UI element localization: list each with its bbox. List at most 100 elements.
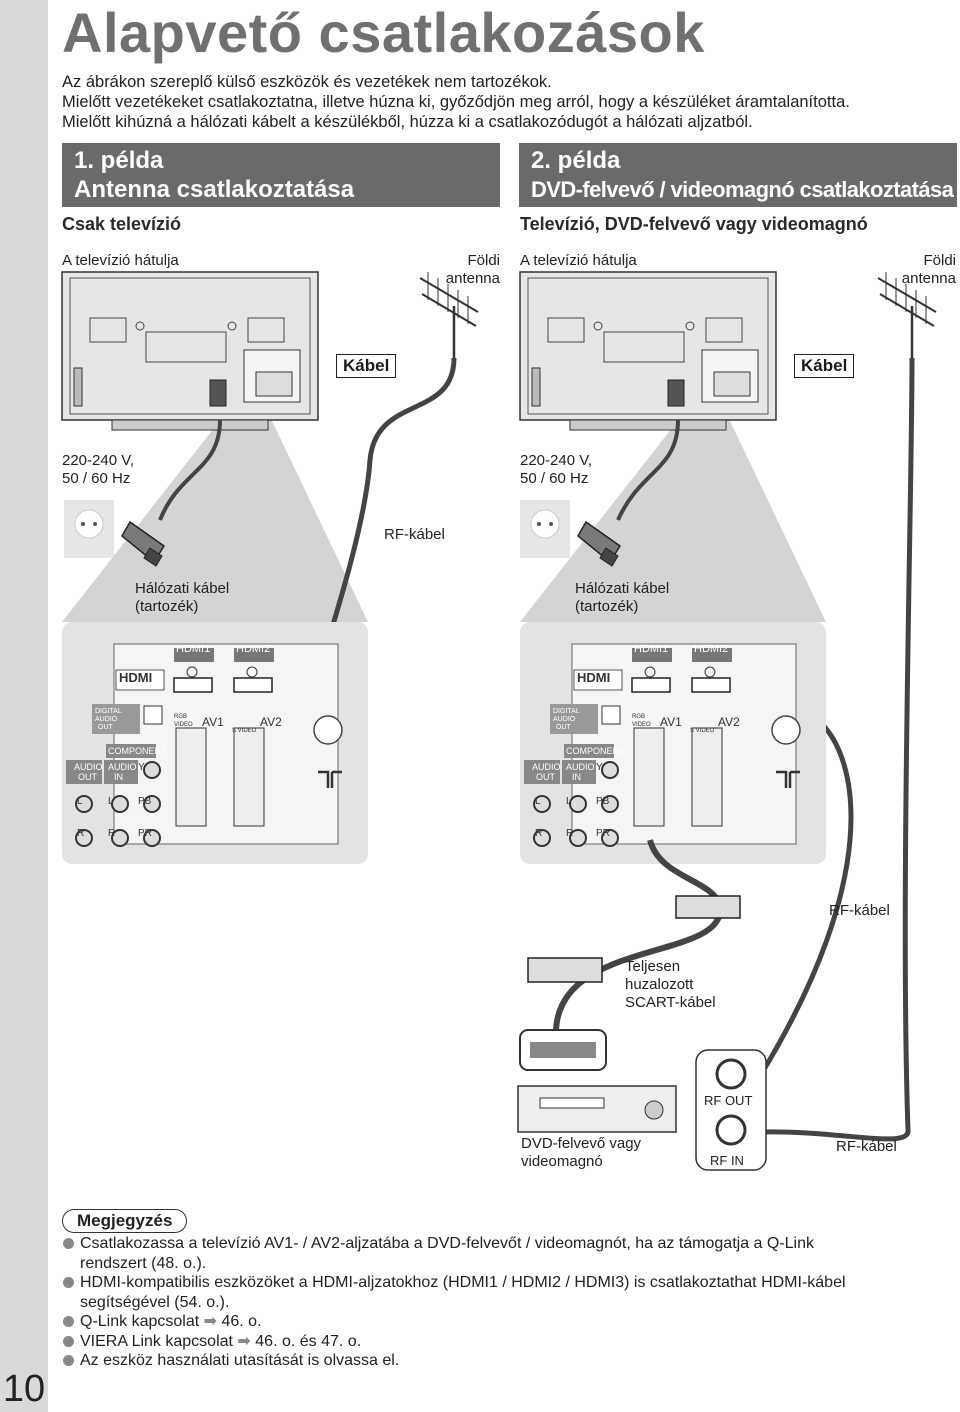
note-1-line-1: Csatlakozassa a televízió AV1- / AV2-alj… [80, 1235, 815, 1252]
note-3-text: Q-Link kapcsolat [80, 1313, 200, 1330]
panel2-pr: PR [596, 828, 610, 839]
wall-outlet [63, 499, 115, 559]
ex1-antenna-label-2: antenna [445, 270, 500, 287]
example-1-title: Antenna csatlakoztatása [74, 176, 355, 203]
note-5-text: Az eszköz használati utasítását is olvas… [80, 1352, 400, 1369]
zoom-cone [62, 400, 368, 622]
bullet-icon [63, 1316, 74, 1327]
ex2-antenna-label-2: antenna [901, 270, 956, 287]
intro-line-2: Mielőtt vezetékeket csatlakoztatna, ille… [62, 93, 850, 111]
ex2-rf-in-label: RF IN [710, 1153, 744, 1168]
panel2-av2: AV2 [718, 715, 740, 729]
ex2-rf-cable-top: RF-kábel [829, 902, 890, 919]
panel1-r-2: R [108, 828, 115, 839]
panel2-l-1: L [535, 796, 541, 807]
recorder-tray [539, 1097, 605, 1109]
recorder-knob [644, 1100, 664, 1120]
example-2-heading: 2. példa DVD-felvevő / videomagnó csatla… [519, 143, 957, 207]
ex1-tv-back-label: A televízió hátulja [62, 252, 179, 269]
ex1-voltage-2: 50 / 60 Hz [62, 470, 131, 487]
panel2-r-1: R [535, 828, 542, 839]
page-number: 10 [2, 1368, 46, 1410]
panel1-audio-out-1: AUDIO [74, 762, 103, 772]
panel1-pr: PR [138, 828, 152, 839]
panel2-l-2: L [566, 796, 572, 807]
panel1-l-2: L [108, 796, 114, 807]
panel1-svideo: S VIDEO [232, 728, 257, 734]
ex2-recorder-2: videomagnó [521, 1153, 603, 1170]
panel1-audio-in-1: AUDIO [108, 762, 137, 772]
note-3-ref: 46. o. [221, 1313, 262, 1330]
panel2-audio-in-1: AUDIO [566, 762, 595, 772]
rf-cable-top-line [757, 720, 854, 1078]
panel1-l-1: L [77, 796, 83, 807]
panel2-audio-out-1: AUDIO [532, 762, 561, 772]
ex1-mains-cable-1: Hálózati kábel [135, 580, 230, 597]
rf-port-panel [695, 1049, 767, 1171]
scart-socket-pins [530, 1042, 596, 1058]
panel1-audio-out-2: OUT [78, 772, 98, 782]
ex2-scart-3: SCART-kábel [625, 994, 716, 1011]
page-sidebar [0, 0, 48, 1412]
panel2-video: VIDEO [632, 722, 651, 728]
panel1-hdmi2: HDMI2 [236, 643, 270, 655]
note-item: Csatlakozassa a televízió AV1- / AV2-alj… [62, 1234, 942, 1273]
arrow-right-icon: ➡ [237, 1332, 251, 1350]
scart-plug-bottom [527, 957, 603, 983]
notes-list: Csatlakozassa a televízió AV1- / AV2-alj… [62, 1234, 942, 1371]
example-1-heading: 1. példa Antenna csatlakoztatása [62, 143, 500, 207]
ex1-cable-label: Kábel [336, 354, 397, 378]
panel-labels-2: HDMI1 HDMI2 HDMI DIGITAL AUDIO OUT COMPO… [532, 643, 740, 839]
ex2-antenna-label-1: Földi [923, 252, 956, 269]
zoom-cone-2 [520, 400, 826, 622]
panel1-digital-2: AUDIO [95, 716, 118, 723]
panel-labels-1: HDMI1 HDMI2 HDMI DIGITAL AUDIO OUT COMPO… [74, 643, 282, 839]
panel2-rgb: RGB [632, 714, 645, 720]
note-item: Q-Link kapcsolat ➡ 46. o. [62, 1312, 942, 1332]
rf-cable-line [307, 357, 457, 701]
tv-back-image [61, 271, 319, 431]
panel1-audio-in-2: IN [114, 772, 123, 782]
example-2-title: DVD-felvevő / videomagnó csatlakoztatása [531, 177, 954, 202]
note-2-line-2: segítségével (54. o.). [80, 1293, 230, 1311]
panel2-svideo: S VIDEO [690, 728, 715, 734]
panel2-hdmi2: HDMI2 [694, 643, 728, 655]
panel1-rgb: RGB [174, 714, 187, 720]
panel2-audio-out-2: OUT [536, 772, 556, 782]
panel1-digital-1: DIGITAL [95, 708, 122, 715]
ex2-rf-out-label: RF OUT [704, 1093, 753, 1108]
panel1-digital-3: OUT [98, 724, 114, 731]
panel2-y: Y [596, 762, 603, 773]
panel1-av1: AV1 [202, 715, 224, 729]
panel2-r-2: R [566, 828, 573, 839]
note-2-line-1: HDMI-kompatibilis eszközöket a HDMI-aljz… [80, 1274, 846, 1291]
wall-outlet-2 [519, 499, 571, 559]
page-title: Alapvető csatlakozások [62, 1, 705, 64]
intro-line-1: Az ábrákon szereplő külső eszközök és ve… [62, 73, 552, 91]
note-item: VIERA Link kapcsolat ➡ 46. o. és 47. o. [62, 1332, 942, 1352]
ex2-cable-label: Kábel [794, 354, 855, 378]
panel1-hdmi1: HDMI1 [176, 643, 210, 655]
panel1-y: Y [138, 762, 145, 773]
panel2-av1: AV1 [660, 715, 682, 729]
panel1-pb: PB [138, 796, 152, 807]
note-4-text: VIERA Link kapcsolat [80, 1332, 233, 1350]
notes-title: Megjegyzés [62, 1209, 188, 1233]
rf-in-port [715, 1114, 747, 1146]
panel2-audio-in-2: IN [572, 772, 581, 782]
example-1-number: 1. példa [74, 147, 164, 174]
ex1-mains-cable-2: (tartozék) [135, 598, 199, 615]
note-4-ref: 46. o. és 47. o. [255, 1332, 362, 1350]
panel2-digital-3: OUT [556, 724, 572, 731]
tv-back-image-2 [519, 271, 777, 431]
ex2-mains-cable-2: (tartozék) [575, 598, 639, 615]
ex1-antenna-label-1: Földi [467, 252, 500, 269]
ex2-rf-cable-bottom: RF-kábel [836, 1138, 897, 1155]
ex2-mains-cable-1: Hálózati kábel [575, 580, 670, 597]
ex2-voltage-1: 220-240 V, [520, 452, 593, 469]
intro-text: Az ábrákon szereplő külső eszközök és ve… [62, 72, 850, 132]
ex2-scart-1: Teljesen [625, 958, 681, 975]
panel2-hdmi-logo: HDMI [577, 670, 610, 685]
intro-line-3: Mielőtt kihúzná a hálózati kábelt a kész… [62, 113, 753, 131]
